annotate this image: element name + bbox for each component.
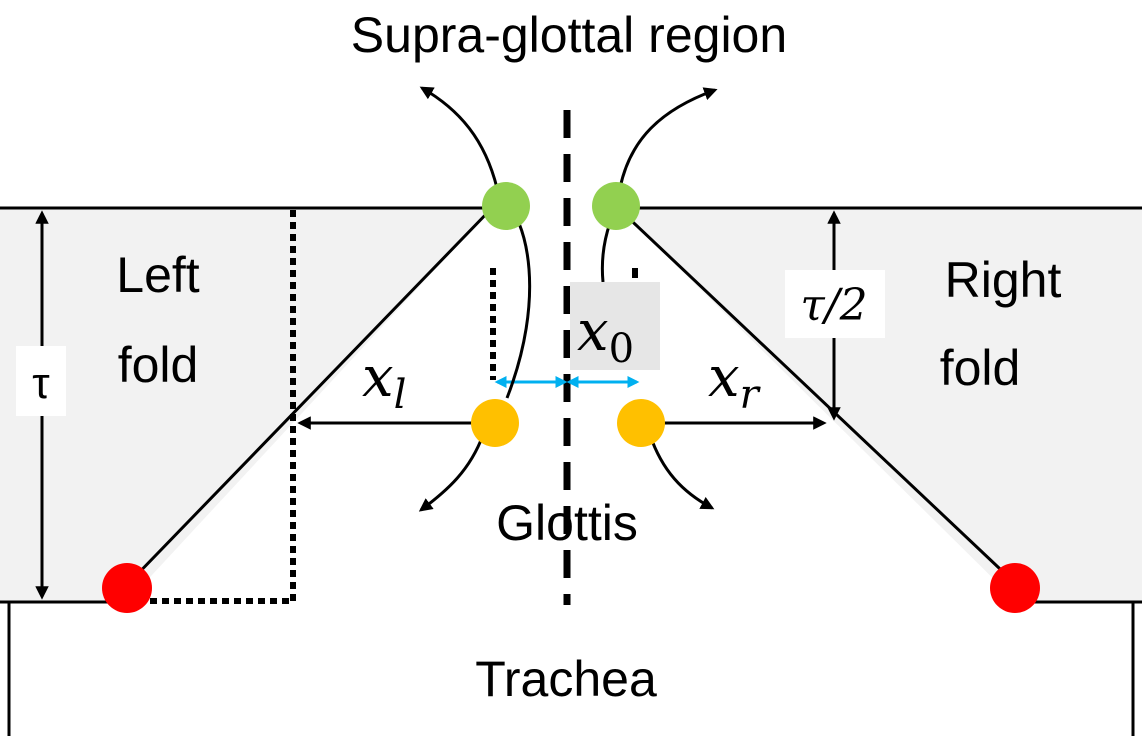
left-green-point xyxy=(482,182,530,230)
left-fold-label-line2: fold xyxy=(118,337,199,393)
left-red-point xyxy=(102,563,152,613)
left-fold-region xyxy=(0,208,492,602)
right-fold-label-line2: fold xyxy=(940,340,1021,396)
x0-label-box xyxy=(570,282,660,370)
tau-label-box xyxy=(16,346,66,416)
tau-label: τ xyxy=(32,359,50,408)
half-tau-label-box xyxy=(785,270,885,338)
right-fold-region xyxy=(618,208,1142,602)
xr-label: xr xyxy=(708,345,762,418)
half-tau-label: τ/2 xyxy=(800,280,867,331)
left-upper-flow-arrow xyxy=(419,86,499,189)
right-fold-label-line1: Right xyxy=(945,252,1062,308)
left-lower-flow-arrow xyxy=(418,434,485,512)
supra-glottal-label: Supra-glottal region xyxy=(351,7,787,63)
x0-label: x0 xyxy=(577,299,634,372)
right-lower-flow-arrow xyxy=(648,434,715,510)
right-green-point xyxy=(592,182,640,230)
right-yellow-point xyxy=(617,399,665,447)
right-upper-flow-arrow xyxy=(618,87,718,189)
glottis-label: Glottis xyxy=(496,495,638,551)
left-yellow-point xyxy=(471,399,519,447)
left-fold-label-line1: Left xyxy=(116,247,200,303)
left-fold-slope xyxy=(125,206,494,587)
trachea-label: Trachea xyxy=(475,651,657,707)
right-red-point xyxy=(990,563,1040,613)
right-fold-slope xyxy=(616,206,1019,587)
xl-label: xl xyxy=(362,345,406,418)
